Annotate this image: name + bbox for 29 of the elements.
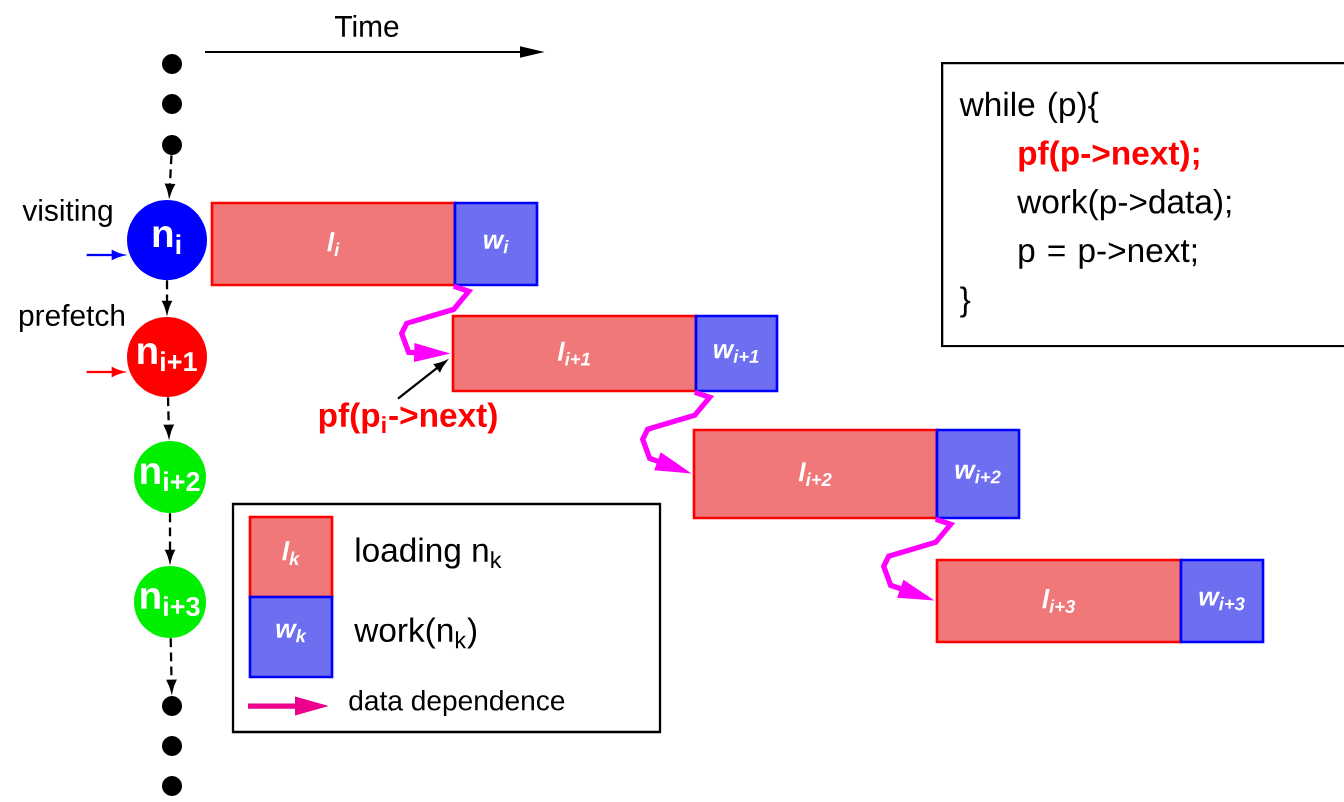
work-bar: w$_{i+1}$ (694, 314, 779, 393)
node-caption: visiting (22, 199, 112, 227)
ellipsis-dot (162, 736, 182, 756)
ellipsis-dot (162, 135, 182, 155)
legend-text: loading n$_{k}$ (356, 537, 502, 569)
list-node: n$_{i+1}$ (127, 317, 207, 397)
ellipsis-dot (162, 54, 182, 74)
leader-line (397, 360, 447, 400)
loading-bar: l$_{i+3}$ (935, 558, 1183, 644)
list-node: n$_{i}$ (127, 200, 207, 280)
legend-text: data dependence (349, 689, 565, 717)
ellipsis-dot (162, 94, 182, 114)
ellipsis-dot (162, 696, 182, 716)
code-box: while (p){ pf(p->next); work(p->data); p = p->next; } (941, 62, 1344, 348)
code-annotation: pf(p$_{i}$->next) (319, 402, 497, 434)
work-bar: w$_{i+3}$ (1179, 558, 1265, 644)
node-caption: prefetch (19, 304, 124, 332)
list-node: n$_{i+3}$ (134, 566, 206, 638)
loading-bar: l$_{i}$ (210, 201, 457, 287)
axis-label: Time (335, 15, 399, 37)
loading-bar: l$_{i+1}$ (451, 314, 698, 393)
list-node: n$_{i+2}$ (134, 441, 206, 513)
swatch-label: l$_{k}$ (282, 541, 301, 565)
swatch-label: w$_{k}$ (276, 623, 307, 643)
work-bar: w$_{i}$ (453, 201, 539, 287)
loading-bar: l$_{i+2}$ (692, 428, 939, 520)
ellipsis-dot (162, 776, 182, 796)
legend-text: work(n$_{k}$) (354, 617, 476, 649)
work-bar: w$_{i+2}$ (935, 428, 1021, 520)
